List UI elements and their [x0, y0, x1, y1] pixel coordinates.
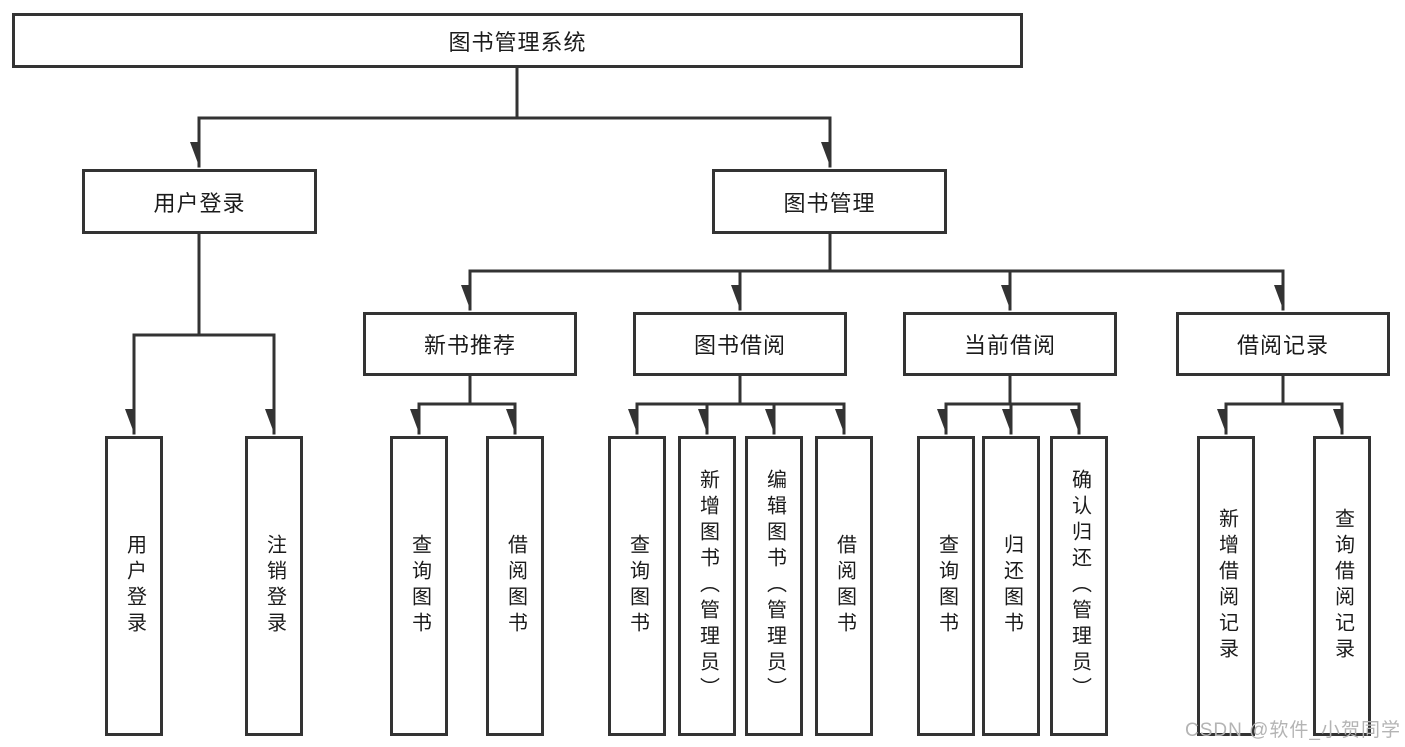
leaf-query-books-borrowing: 查询图书: [608, 436, 666, 736]
leaf-query-books-recommend: 查询图书: [390, 436, 448, 736]
connector-user-login-to-leaves: [134, 232, 276, 435]
leaf-user-login: 用户登录: [105, 436, 163, 736]
leaf-borrow-books-recommend: 借阅图书: [486, 436, 544, 736]
connector-root-to-level2: [199, 66, 832, 168]
leaf-return-books: 归还图书: [982, 436, 1040, 736]
leaf-query-books-current: 查询图书: [917, 436, 975, 736]
node-book-management: 图书管理: [712, 169, 947, 234]
leaf-query-borrow-record: 查询借阅记录: [1313, 436, 1371, 736]
node-book-borrowing: 图书借阅: [633, 312, 847, 376]
connector-book-mgmt-to-level3: [470, 232, 1285, 311]
node-library-management-system: 图书管理系统: [12, 13, 1023, 68]
connector-current-borrow-to-leaves: [946, 374, 1081, 435]
connector-borrow-records-to-leaves: [1226, 374, 1344, 435]
node-borrowing-records: 借阅记录: [1176, 312, 1390, 376]
leaf-add-books-admin: 新增图书（管理员）: [678, 436, 736, 736]
leaf-logout: 注销登录: [245, 436, 303, 736]
csdn-watermark: CSDN @软件_小贺同学: [1185, 720, 1401, 741]
leaf-add-borrow-record: 新增借阅记录: [1197, 436, 1255, 736]
connector-book-borrow-to-leaves: [637, 374, 846, 435]
connector-new-book-to-leaves: [419, 374, 517, 435]
node-user-login: 用户登录: [82, 169, 317, 234]
node-current-borrowing: 当前借阅: [903, 312, 1117, 376]
leaf-borrow-books-borrowing: 借阅图书: [815, 436, 873, 736]
node-new-book-recommend: 新书推荐: [363, 312, 577, 376]
leaf-edit-books-admin: 编辑图书（管理员）: [745, 436, 803, 736]
leaf-confirm-return-admin: 确认归还（管理员）: [1050, 436, 1108, 736]
